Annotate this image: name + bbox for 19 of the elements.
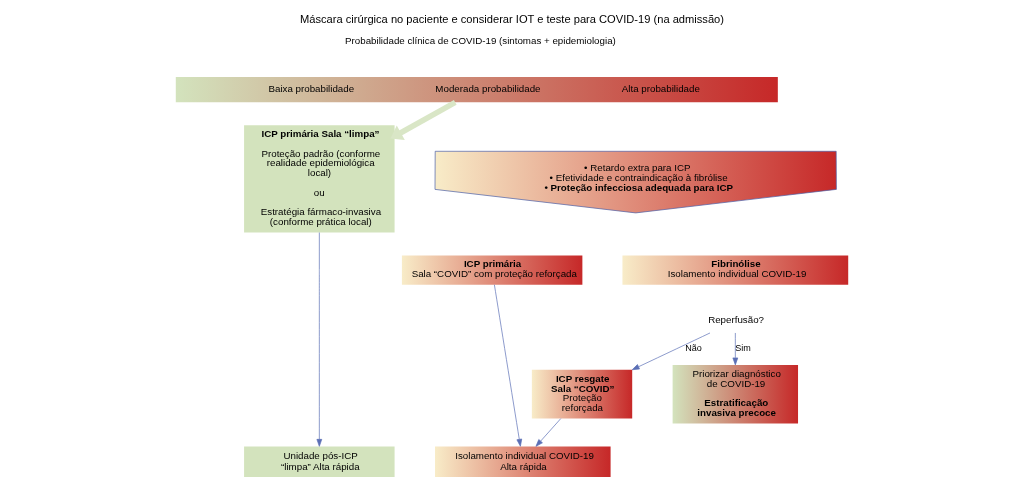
edge-label: Não: [685, 343, 702, 354]
node-box: ICP primária Sala “limpa” Proteção padrão (conforme realidade epidemiológica local) ou Estratégia fármaco-invasiva (conforme prática local): [244, 125, 395, 233]
node-box: Priorizar diagnóstico de COVID-19 Estratificação invasiva precoce: [672, 364, 799, 424]
arrow: [631, 332, 711, 371]
arrow: [316, 232, 323, 447]
arrow: [535, 418, 562, 447]
node-box: Isolamento individual COVID-19 Alta rápida: [435, 446, 611, 478]
node-text: Reperfusão?: [708, 313, 764, 325]
node-box: Fibrinólise Isolamento individual COVID-19: [622, 255, 849, 285]
edge-label: Sim: [735, 343, 751, 354]
arrow: [494, 284, 523, 447]
node-box: ICP resgate Sala “COVID” Proteção reforçada: [531, 369, 633, 419]
arrow: [732, 332, 739, 366]
node-box: ICP primária Sala “COVID” com proteção reforçada: [401, 255, 583, 285]
diagram-title: Máscara cirúrgica no paciente e considerar IOT e teste para COVID-19 (na admissão): [300, 12, 724, 25]
arrow: [390, 99, 457, 140]
label: Probabilidade clínica de COVID-19 (sintomas + epidemiologia): [345, 35, 616, 47]
node-box: Unidade pós-ICP “limpa” Alta rápida: [244, 446, 395, 478]
node-box: Baixa probabilidade Moderada probabilidade Alta probabilidade: [175, 77, 778, 103]
